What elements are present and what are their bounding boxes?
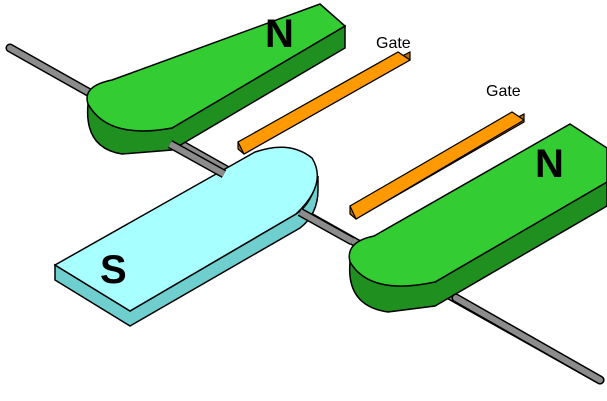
left-lead-label: N	[265, 12, 294, 56]
superconductor-island: S	[53, 146, 319, 327]
nanowire-foreground	[167, 140, 605, 385]
gate-left-label: Gate	[376, 35, 411, 52]
gate-left: Gate	[237, 35, 412, 155]
left-normal-lead: N	[86, 3, 347, 155]
right-normal-lead: N	[348, 123, 607, 313]
right-lead-label: N	[535, 142, 564, 186]
gate-right: Gate	[349, 83, 526, 220]
island-label: S	[100, 248, 127, 292]
gate-right-label: Gate	[486, 83, 521, 100]
